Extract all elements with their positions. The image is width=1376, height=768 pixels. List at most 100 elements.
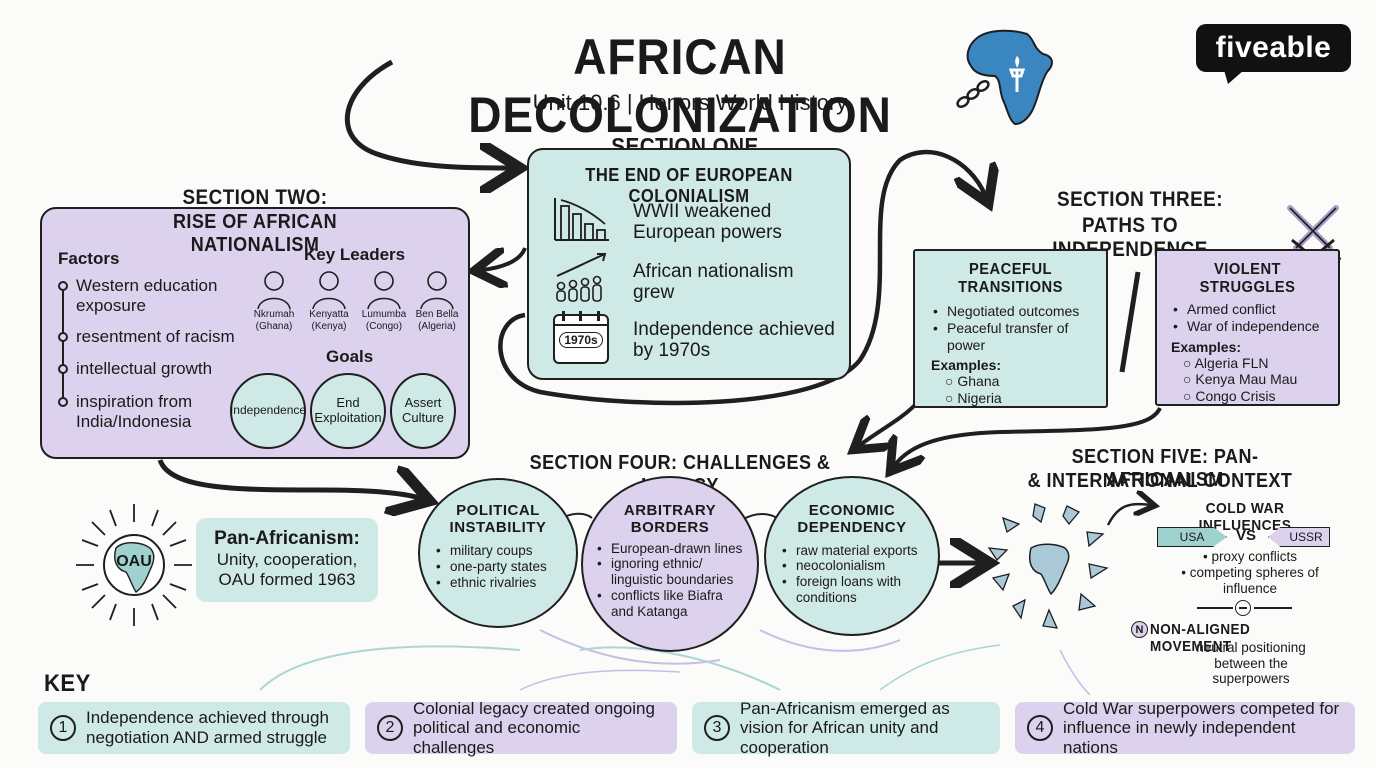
ussr-label: USSR xyxy=(1289,530,1323,544)
challenge-bullet: military coups xyxy=(436,543,576,559)
peaceful-example-text: Ghana xyxy=(957,373,1000,390)
cold-war-bullet-text: proxy conflicts xyxy=(1211,549,1297,564)
nam-title: NON-ALIGNED MOVEMENT xyxy=(1150,621,1251,655)
section-one-item-2 xyxy=(551,250,611,309)
cold-war-bullets: • proxy conflicts • competing spheres of… xyxy=(1160,549,1340,597)
takeaway-text: Pan-Africanism emerged as vision for Afr… xyxy=(740,698,950,757)
leader-name: Nkrumah xyxy=(253,309,295,320)
challenge-bullet: conflicts like Biafra and Katanga xyxy=(597,588,745,620)
takeaway-number: 2 xyxy=(377,715,403,741)
violent-struggles-box: VIOLENT STRUGGLES Armed conflict War of … xyxy=(1155,249,1340,406)
ussr-arrow: USSR xyxy=(1268,527,1330,547)
cold-war-bullet-text: competing spheres of influence xyxy=(1189,564,1319,596)
leader-name: Lumumba xyxy=(361,309,407,320)
takeaway-number: 3 xyxy=(704,715,730,741)
nam-text: neutral positioning between the superpow… xyxy=(1196,640,1306,687)
leader-name: Ben Bella xyxy=(415,309,459,320)
usa-arrow: USA xyxy=(1157,527,1227,547)
violent-example: ○ Algeria FLN xyxy=(1183,354,1269,371)
goal-assert-culture: Assert Culture xyxy=(390,373,456,449)
takeaway-item-2: 2 Colonial legacy created ongoing politi… xyxy=(365,699,677,757)
violent-examples-title: Examples: xyxy=(1171,338,1242,355)
leader-nkrumah: Nkrumah (Ghana) xyxy=(247,267,301,332)
peaceful-transitions-box: PEACEFUL TRANSITIONS Negotiated outcomes… xyxy=(913,249,1108,408)
challenge-bullet: European-drawn lines xyxy=(597,541,745,557)
nam-badge-icon: N xyxy=(1131,621,1148,638)
person-portrait-icon xyxy=(367,271,401,309)
key-leaders-title: Key Leaders xyxy=(304,245,406,264)
section-two-label: SECTION TWO: xyxy=(182,186,328,209)
section-two-title: RISE OF AFRICAN NATIONALISM xyxy=(172,211,338,256)
section-one-box: THE END OF EUROPEAN COLONIALISM WWII wea… xyxy=(527,148,851,380)
goal-end-exploitation: End Exploitation xyxy=(310,373,386,449)
challenge-bullet: one-party states xyxy=(436,559,576,575)
section-one-item-1 xyxy=(551,194,611,249)
minus-circle-icon xyxy=(1235,600,1251,616)
factor-item-3: intellectual growth xyxy=(76,359,213,378)
challenge-title: POLITICAL INSTABILITY xyxy=(449,502,547,537)
challenge-political-instability: POLITICAL INSTABILITY military coups one… xyxy=(418,478,578,628)
factor-dot xyxy=(58,397,68,407)
violent-example: ○ Kenya Mau Mau xyxy=(1183,371,1298,388)
factor-dot xyxy=(58,332,68,342)
calendar-icon: 1970s xyxy=(553,311,609,364)
section-one-item-2-text: African nationalism grew xyxy=(633,261,794,303)
brand-logo-text: fiveable xyxy=(1215,31,1332,64)
declining-bar-chart-icon xyxy=(554,198,609,241)
challenge-bullet: ethnic rivalries xyxy=(436,575,576,591)
calendar-icon-text: 1970s xyxy=(559,332,603,348)
cold-war-bullet: • proxy conflicts xyxy=(1202,549,1297,564)
challenge-bullet: ignoring ethnic/ linguistic boundaries xyxy=(597,556,745,588)
factors-timeline xyxy=(62,285,64,401)
challenge-arbitrary-borders: ARBITRARY BORDERS European-drawn lines i… xyxy=(581,476,759,652)
violent-example-text: Congo Crisis xyxy=(1195,388,1276,405)
pan-africanism-title: Pan-Africanism: xyxy=(214,528,360,549)
factor-dot xyxy=(58,281,68,291)
peaceful-examples-title: Examples: xyxy=(931,357,1002,374)
oau-badge-text: OAU xyxy=(116,553,152,570)
violent-bullet: Armed conflict xyxy=(1173,301,1338,318)
person-portrait-icon xyxy=(312,271,346,309)
section-two-box: Factors Western education exposure resen… xyxy=(40,207,470,459)
peaceful-example: ○ Ghana xyxy=(945,373,1000,390)
takeaway-item-3: 3 Pan-Africanism emerged as vision for A… xyxy=(692,699,1000,757)
factor-item-4: inspiration from India/Indonesia xyxy=(76,392,193,431)
takeaway-number: 1 xyxy=(50,715,76,741)
violent-example-text: Algeria FLN xyxy=(1194,354,1269,371)
divider xyxy=(1197,607,1233,609)
person-portrait-icon xyxy=(257,271,291,309)
takeaway-item-1: 1 Independence achieved through negotiat… xyxy=(38,702,350,754)
goals-title: Goals xyxy=(326,347,374,366)
page-title: AFRICAN DECOLONIZATION xyxy=(468,29,892,143)
goal-independence: Independence xyxy=(230,373,306,449)
section-three-label: SECTION THREE: xyxy=(1057,188,1223,211)
page-subtitle: Unit 10.6 | Honors World History xyxy=(532,90,848,115)
leader-country: (Ghana) xyxy=(255,320,293,332)
leader-ben-bella: Ben Bella (Algeria) xyxy=(410,267,464,332)
vs-label: VS xyxy=(1235,527,1256,544)
cold-war-bullet: • competing spheres of influence xyxy=(1181,564,1319,596)
africa-map-broken-chain-icon xyxy=(956,29,1053,126)
section-five-title-2: & INTERNATIONAL CONTEXT xyxy=(1027,470,1293,492)
takeaway-text: Independence achieved through negotiatio… xyxy=(86,708,329,747)
challenge-economic-dependency: ECONOMIC DEPENDENCY raw material exports… xyxy=(764,476,940,636)
leader-lumumba: Lumumba (Congo) xyxy=(357,267,411,332)
violent-bullet: War of independence xyxy=(1173,318,1338,335)
peaceful-title: PEACEFUL TRANSITIONS xyxy=(958,261,1063,296)
violent-example: ○ Congo Crisis xyxy=(1183,388,1276,405)
section-five-title-1: SECTION FIVE: PAN-AFRICANISM xyxy=(1071,446,1259,491)
factor-dot xyxy=(58,364,68,374)
pan-africanism-box: Pan-Africanism: Unity, cooperation, OAU … xyxy=(196,518,378,602)
divider xyxy=(1254,607,1292,609)
leader-kenyatta: Kenyatta (Kenya) xyxy=(302,267,356,332)
challenge-title: ECONOMIC DEPENDENCY xyxy=(797,502,907,537)
challenge-title: ARBITRARY BORDERS xyxy=(623,502,717,537)
takeaway-number: 4 xyxy=(1027,715,1053,741)
takeaway-text: Colonial legacy created ongoing politica… xyxy=(413,698,655,757)
factor-item-1: Western education exposure xyxy=(76,276,218,315)
peaceful-example: ○ Nigeria xyxy=(945,390,1002,407)
speech-tail-icon xyxy=(1224,70,1244,84)
section-one-item-3-text: Independence achieved by 1970s xyxy=(633,319,835,361)
rising-people-icon xyxy=(556,253,607,302)
peaceful-example-text: Nigeria xyxy=(957,390,1002,407)
